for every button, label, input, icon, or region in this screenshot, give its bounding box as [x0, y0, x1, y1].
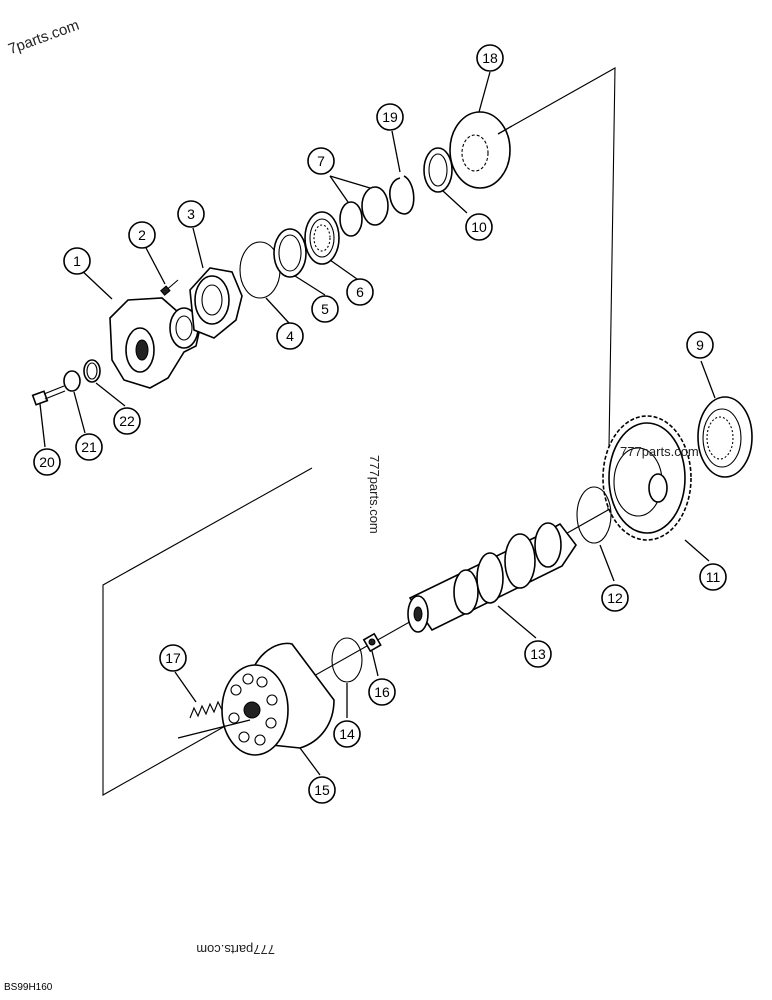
- part-snap-ring-19: [389, 175, 415, 215]
- callout-21: 21: [75, 433, 103, 461]
- watermark-gear: 777parts.com: [620, 444, 699, 459]
- part-seal-housing: [189, 267, 243, 339]
- part-ring-22: [83, 359, 101, 383]
- part-bearing-6: [304, 211, 340, 265]
- figure-code: BS99H160: [4, 982, 53, 993]
- watermark-center-vertical: 777parts.com: [367, 455, 382, 534]
- svg-text:10: 10: [471, 219, 487, 235]
- svg-text:18: 18: [482, 50, 498, 66]
- part-cylinder-block-15: [221, 642, 335, 756]
- svg-text:22: 22: [119, 413, 135, 429]
- svg-text:5: 5: [321, 301, 329, 317]
- part-bolt-small: [160, 279, 179, 296]
- callout-4: 4: [276, 322, 304, 350]
- callout-9: 9: [686, 331, 714, 359]
- svg-text:19: 19: [382, 109, 398, 125]
- part-shim-7b: [361, 186, 389, 226]
- svg-text:1: 1: [73, 253, 81, 269]
- callout-12: 12: [601, 584, 629, 612]
- part-ring-10: [423, 147, 453, 193]
- svg-text:12: 12: [607, 590, 623, 606]
- svg-text:7: 7: [317, 153, 325, 169]
- svg-text:17: 17: [165, 650, 181, 666]
- part-disc-18: [449, 111, 511, 189]
- svg-text:2: 2: [138, 227, 146, 243]
- part-ring-5: [273, 228, 307, 278]
- callout-1: 1: [63, 247, 91, 275]
- callout-6: 6: [346, 278, 374, 306]
- part-spring-17: [189, 700, 223, 719]
- svg-text:9: 9: [696, 337, 704, 353]
- svg-text:16: 16: [374, 684, 390, 700]
- svg-text:4: 4: [286, 328, 294, 344]
- callout-2: 2: [128, 221, 156, 249]
- part-shaft-13: [407, 522, 577, 633]
- callout-18: 18: [476, 44, 504, 72]
- watermark-bottom-flipped: 777parts.com: [196, 942, 275, 957]
- callout-10: 10: [465, 213, 493, 241]
- callout-14: 14: [333, 720, 361, 748]
- part-yoke: [109, 297, 201, 389]
- callout-22: 22: [113, 407, 141, 435]
- svg-text:6: 6: [356, 284, 364, 300]
- callout-3: 3: [177, 200, 205, 228]
- leader-lines: [39, 71, 716, 776]
- svg-text:13: 13: [530, 646, 546, 662]
- callout-19: 19: [376, 103, 404, 131]
- callout-16: 16: [368, 678, 396, 706]
- assembly-frame: [102, 67, 616, 796]
- part-ring-12: [576, 486, 612, 544]
- callout-5: 5: [311, 295, 339, 323]
- svg-text:11: 11: [706, 569, 721, 585]
- part-washer-21: [63, 370, 81, 392]
- callout-15: 15: [308, 776, 336, 804]
- part-nut-16: [362, 632, 382, 653]
- callout-11: 11: [699, 563, 727, 591]
- part-bearing-9: [697, 396, 753, 478]
- callout-20: 20: [33, 448, 61, 476]
- part-shim-7a: [339, 201, 363, 237]
- callout-17: 17: [159, 644, 187, 672]
- part-o-ring-14: [331, 637, 363, 683]
- part-bolt-20: [31, 385, 66, 406]
- svg-text:20: 20: [39, 454, 55, 470]
- callout-13: 13: [524, 640, 552, 668]
- svg-text:15: 15: [314, 782, 330, 798]
- svg-text:3: 3: [187, 206, 195, 222]
- callout-7: 7: [307, 147, 335, 175]
- part-gear-11: [602, 415, 692, 541]
- svg-text:14: 14: [339, 726, 355, 742]
- svg-text:21: 21: [81, 439, 97, 455]
